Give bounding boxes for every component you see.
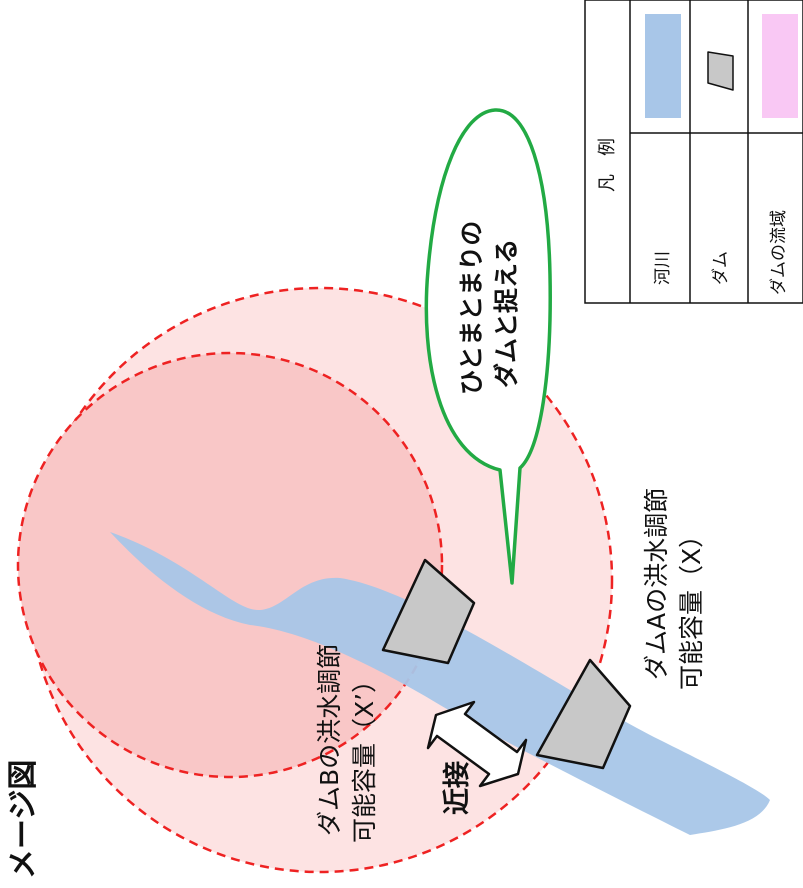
legend-label-dam: ダム [711, 251, 731, 285]
dam-a-label-line2: 可能容量（X） [677, 523, 706, 690]
proximity-arrow [426, 700, 528, 788]
legend-label-river: 河川 [653, 251, 673, 285]
dam-b-shape [381, 558, 476, 665]
speech-bubble [424, 108, 552, 585]
legend-header: 凡 例 [597, 138, 618, 192]
dam-b-basin-circle [16, 351, 444, 779]
dam-a-shape [535, 658, 632, 770]
page-title: メージ図 [6, 760, 41, 879]
legend-swatch-river [645, 14, 681, 118]
legend-swatch-dam [707, 51, 734, 91]
legend-label-basin: ダムの流域 [769, 210, 789, 295]
legend: 凡 例 河川 ダム ダムの流域 [584, 0, 803, 304]
legend-swatch-basin [762, 14, 798, 118]
dam-a-label-line1: ダムAの洪水調節 [642, 488, 671, 680]
proximity-label: 近接 [442, 761, 473, 815]
dam-b-label-line2: 可能容量（X’） [350, 668, 379, 843]
bubble-text-line1: ひとまとまりの [457, 221, 486, 395]
bubble-text-line2: ダムと捉える [492, 239, 521, 388]
dam-b-label-line1: ダムBの洪水調節 [315, 644, 344, 836]
